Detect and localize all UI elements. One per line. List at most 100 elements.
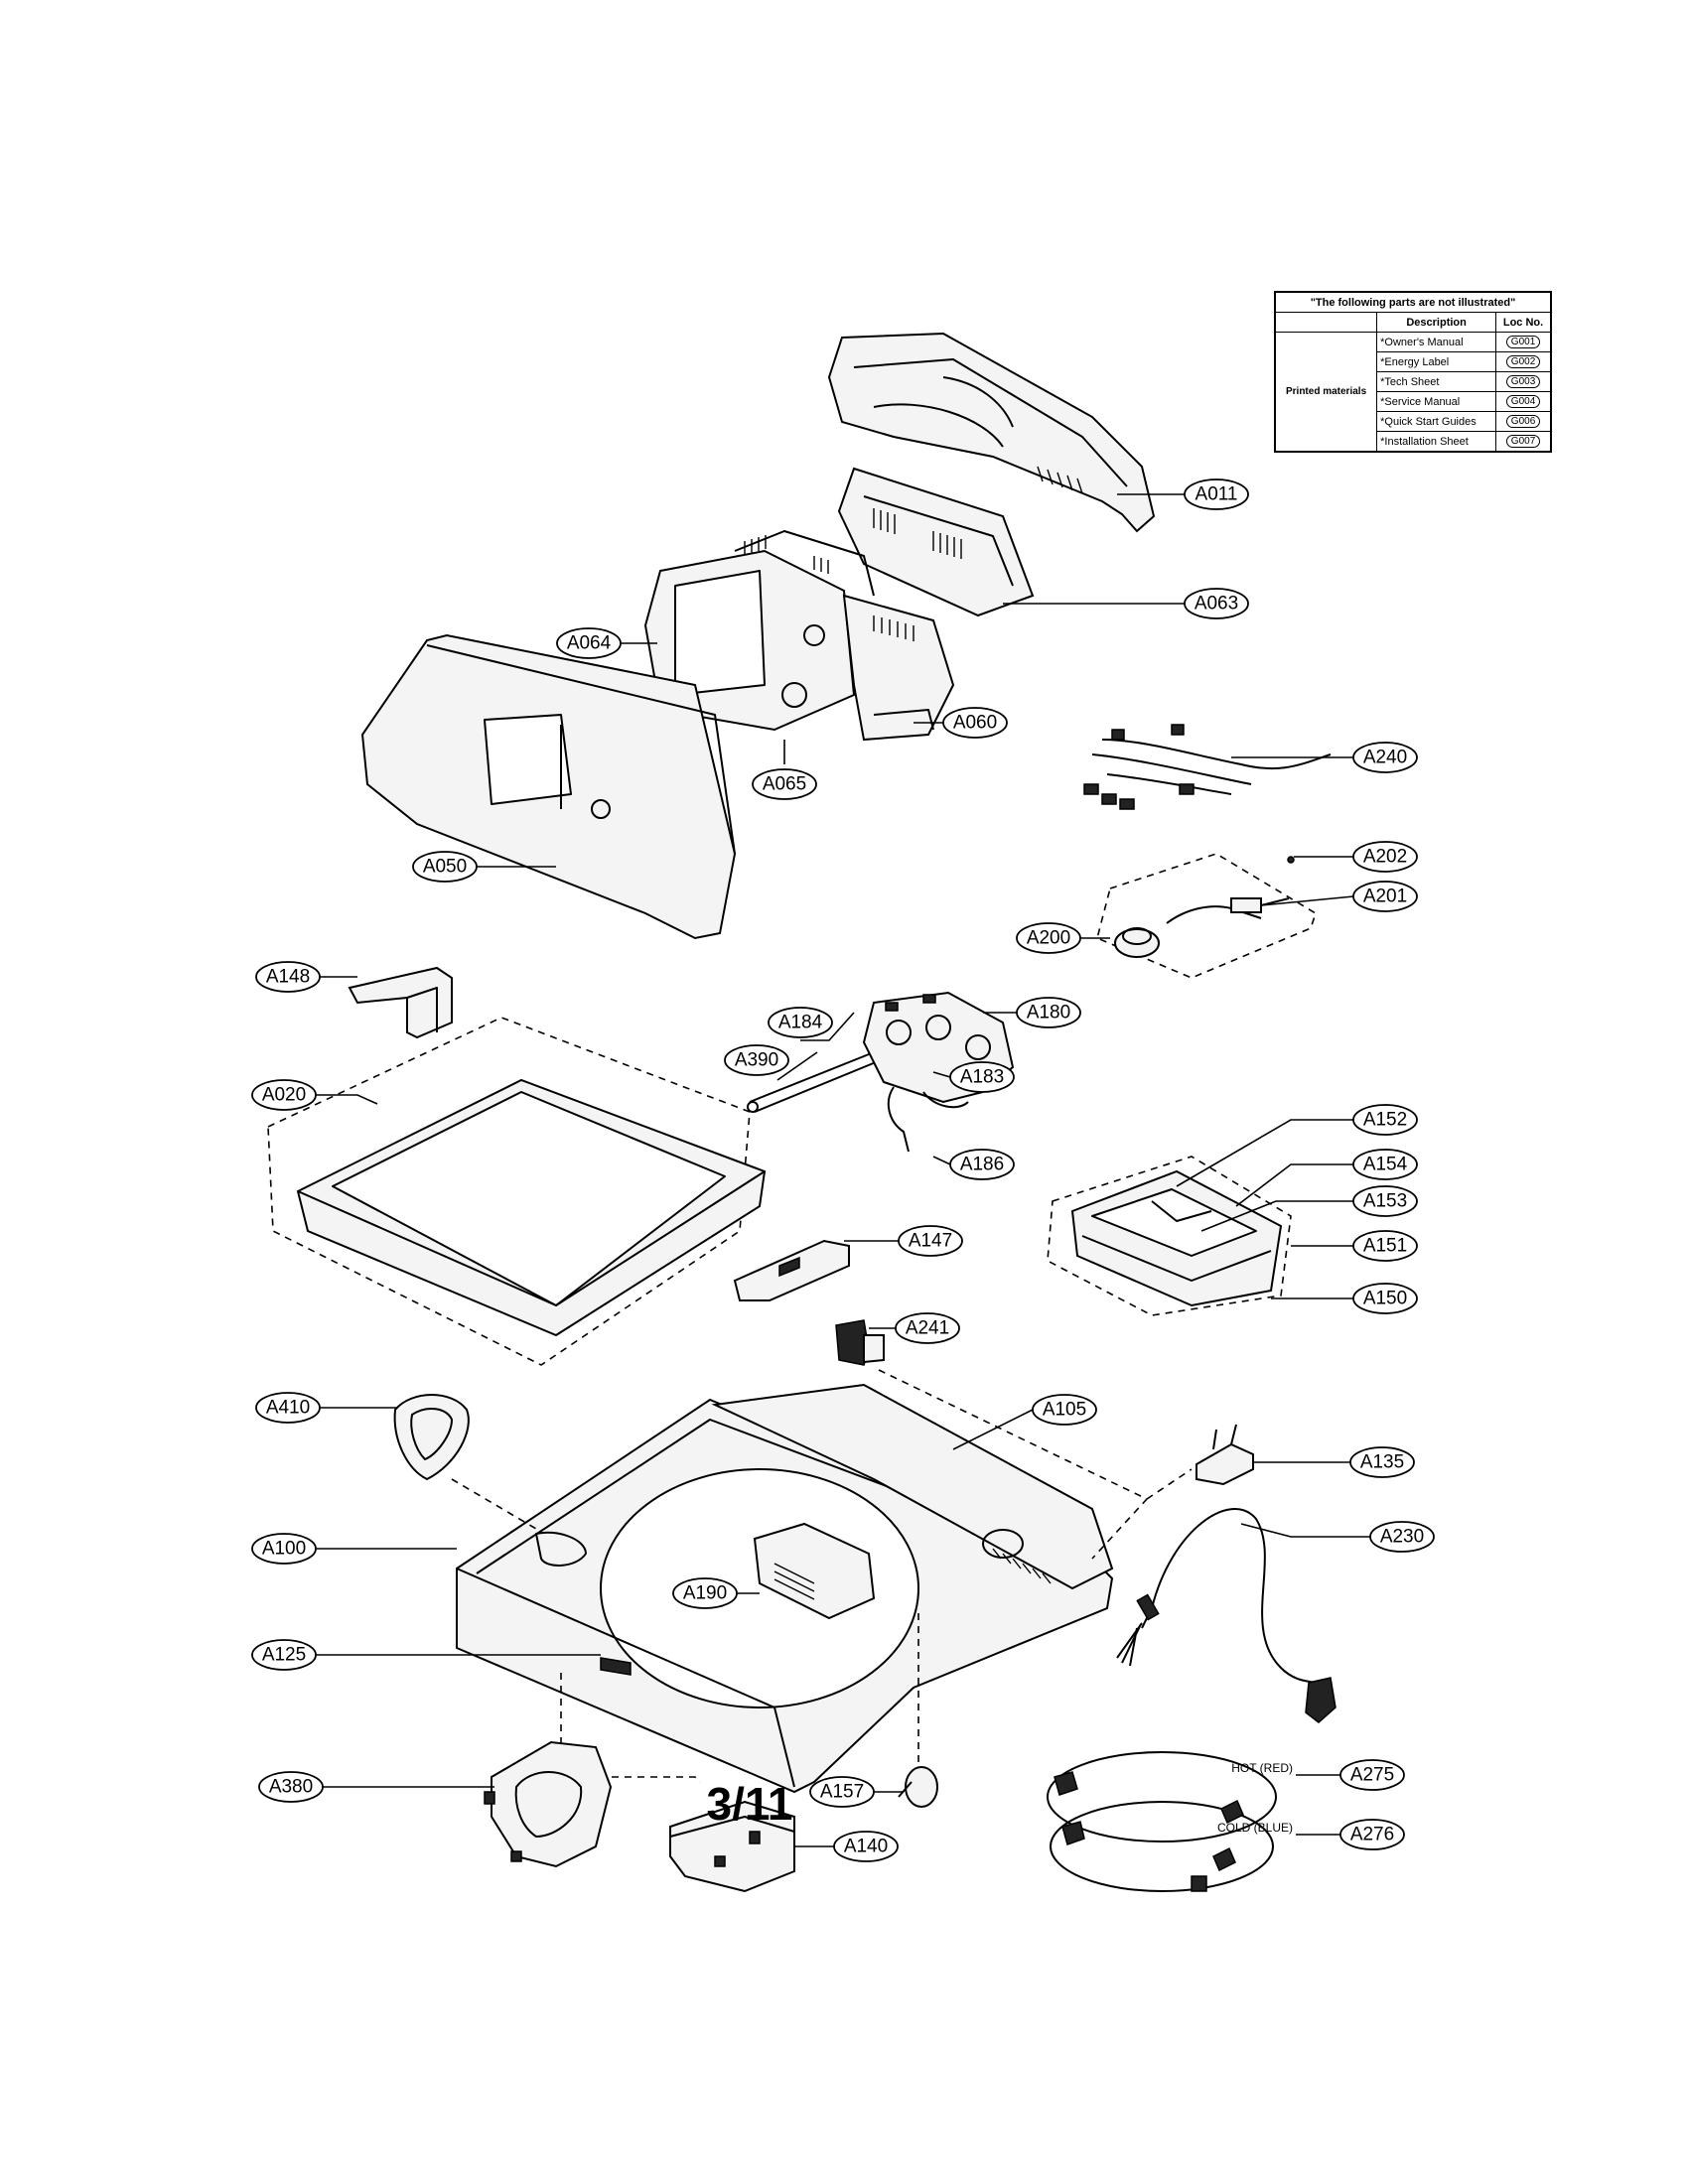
callout-a060: A060 <box>942 707 1008 739</box>
svg-text:A154: A154 <box>1363 1155 1408 1175</box>
callout-a154: A154 <box>1352 1149 1418 1180</box>
row-loc: G007 <box>1505 435 1541 448</box>
svg-text:A151: A151 <box>1363 1236 1407 1257</box>
callout-a201: A201 <box>1352 881 1418 912</box>
svg-text:A100: A100 <box>262 1539 306 1560</box>
part-a241-noise-filter <box>835 1319 885 1366</box>
row-description: *Service Manual <box>1376 391 1497 412</box>
table-row: *Energy Label G002 <box>1275 351 1552 372</box>
callout-a380: A380 <box>258 1771 324 1803</box>
svg-text:A147: A147 <box>909 1231 952 1252</box>
part-a011-rear-cover <box>827 332 1156 533</box>
row-loc: G001 <box>1505 336 1541 348</box>
part-a064-display-board <box>643 530 875 732</box>
callout-a186: A186 <box>949 1149 1015 1180</box>
callout-a276: A276 <box>1339 1819 1405 1850</box>
callout-a150: A150 <box>1352 1283 1418 1314</box>
part-a410-air-chamber <box>393 1394 470 1481</box>
svg-text:A180: A180 <box>1027 1003 1070 1024</box>
part-a190-dispenser-box <box>753 1522 876 1620</box>
table-row: Printed materials *Owner's Manual G001 <box>1274 332 1552 453</box>
svg-text:A140: A140 <box>844 1837 888 1857</box>
svg-text:A065: A065 <box>763 774 806 795</box>
table-header-group <box>1274 312 1378 333</box>
cold-hose-label: COLD (BLUE) <box>1217 1821 1293 1835</box>
callout-a230: A230 <box>1369 1521 1435 1553</box>
svg-text:A200: A200 <box>1027 928 1070 949</box>
leader-lines <box>316 493 1370 1847</box>
part-a148-bracket <box>348 966 453 1039</box>
row-loc: G004 <box>1505 395 1541 408</box>
callout-a065: A065 <box>752 768 817 800</box>
table-row: *Tech Sheet G003 <box>1275 371 1552 392</box>
svg-text:A184: A184 <box>778 1013 823 1033</box>
table-row: *Quick Start Guides G006 <box>1275 411 1552 432</box>
svg-text:A064: A064 <box>567 633 612 654</box>
part-a240-wire-harness <box>1083 724 1332 810</box>
callout-a200: A200 <box>1016 922 1081 954</box>
callout-a125: A125 <box>251 1639 317 1671</box>
callout-a011: A011 <box>1184 478 1249 510</box>
callout-a063: A063 <box>1184 588 1249 619</box>
not-illustrated-parts-table: "The following parts are not illustrated… <box>1274 291 1552 453</box>
svg-text:A390: A390 <box>735 1050 778 1071</box>
row-description: *Installation Sheet <box>1376 431 1497 453</box>
callout-a147: A147 <box>898 1225 963 1257</box>
row-description: *Tech Sheet <box>1376 371 1497 392</box>
svg-text:A060: A060 <box>953 713 997 734</box>
part-a050-control-panel <box>360 633 737 940</box>
svg-text:A230: A230 <box>1380 1527 1424 1548</box>
svg-text:A153: A153 <box>1363 1191 1407 1212</box>
svg-text:A148: A148 <box>266 967 310 988</box>
row-loc: G006 <box>1505 415 1541 428</box>
callout-a050: A050 <box>412 851 478 883</box>
callout-a020: A020 <box>251 1079 317 1111</box>
svg-text:A186: A186 <box>960 1155 1004 1175</box>
svg-text:A241: A241 <box>906 1318 949 1339</box>
part-a063-board-cover <box>837 467 1035 617</box>
part-a157-cap <box>898 1766 938 1808</box>
svg-text:A050: A050 <box>423 857 467 878</box>
part-a200-pressure-switch <box>1096 853 1317 979</box>
svg-text:A201: A201 <box>1363 887 1407 907</box>
callout-a202: A202 <box>1352 841 1418 873</box>
part-a060-main-board <box>842 594 955 742</box>
dashed-assembly-guides <box>451 1369 1193 1783</box>
callout-a064: A064 <box>556 627 622 659</box>
table-row: *Installation Sheet G007 <box>1275 431 1552 453</box>
svg-text:A150: A150 <box>1363 1289 1407 1309</box>
svg-text:A011: A011 <box>1196 484 1238 505</box>
svg-text:A105: A105 <box>1043 1400 1086 1421</box>
table-title: "The following parts are not illustrated… <box>1274 291 1552 313</box>
svg-text:A063: A063 <box>1195 594 1238 614</box>
callout-a190: A190 <box>672 1577 738 1609</box>
svg-text:A380: A380 <box>269 1777 313 1798</box>
svg-text:A410: A410 <box>266 1398 310 1419</box>
callout-a390: A390 <box>724 1044 789 1076</box>
table-header-description: Description <box>1376 312 1497 333</box>
callout-a151: A151 <box>1352 1230 1418 1262</box>
svg-text:A276: A276 <box>1350 1825 1394 1845</box>
row-description: *Owner's Manual <box>1376 332 1497 352</box>
callout-labels: A011 A063 A064 A060 A065 A050 A240 A202 … <box>251 478 1435 1862</box>
svg-text:A183: A183 <box>960 1067 1004 1088</box>
part-a140-module <box>669 1800 795 1893</box>
callout-a184: A184 <box>768 1007 833 1038</box>
row-loc: G002 <box>1505 355 1541 368</box>
callout-a135: A135 <box>1349 1446 1415 1478</box>
table-header-loc: Loc No. <box>1495 312 1552 333</box>
table-group-label: Printed materials <box>1274 332 1378 453</box>
part-a147-bracket <box>733 1239 850 1301</box>
callout-a183: A183 <box>949 1061 1015 1093</box>
callout-a140: A140 <box>833 1831 899 1862</box>
callout-a410: A410 <box>255 1392 321 1424</box>
svg-text:A275: A275 <box>1350 1765 1394 1786</box>
svg-text:A152: A152 <box>1363 1110 1407 1131</box>
callout-a241: A241 <box>895 1312 960 1344</box>
svg-text:A020: A020 <box>262 1085 306 1106</box>
callout-a180: A180 <box>1016 997 1081 1028</box>
part-a150-dispenser-drawer <box>1047 1156 1292 1316</box>
callout-a148: A148 <box>255 961 321 993</box>
callout-a153: A153 <box>1352 1185 1418 1217</box>
